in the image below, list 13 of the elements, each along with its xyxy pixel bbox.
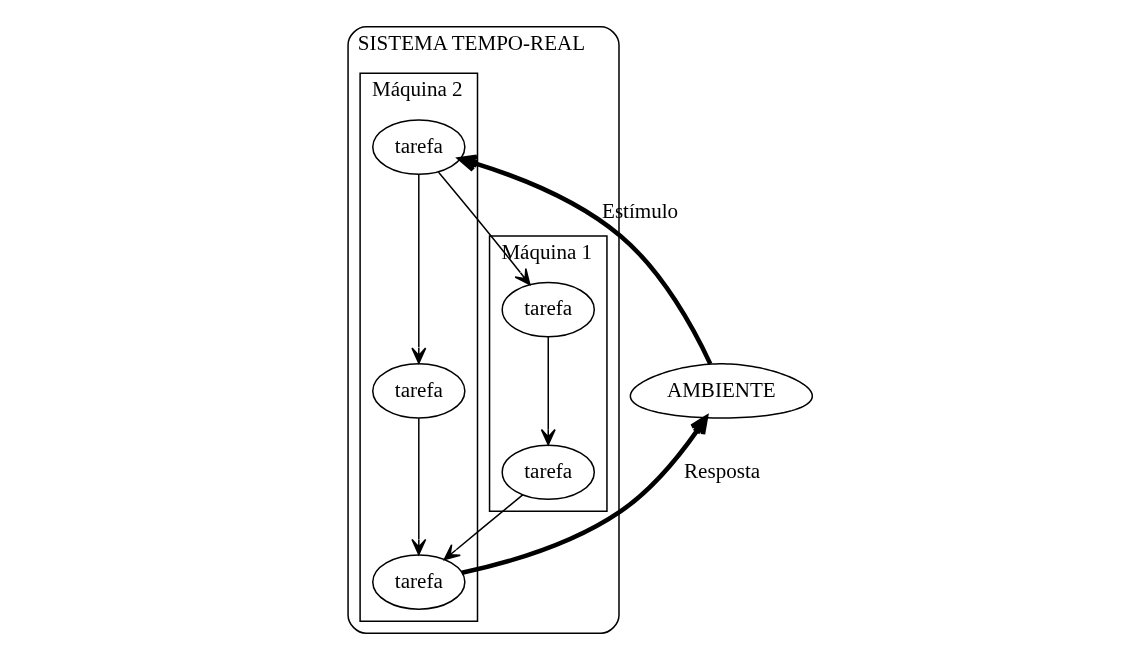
arrow bbox=[410, 417, 426, 556]
arrow bbox=[443, 494, 523, 561]
arrow bbox=[410, 173, 426, 364]
edge-label: Resposta bbox=[683, 458, 760, 483]
arrow bbox=[461, 415, 708, 575]
node-ellipse: tarefa bbox=[500, 281, 595, 338]
node-ellipse: tarefa bbox=[371, 363, 466, 419]
arrow bbox=[437, 171, 531, 286]
node-ellipse: tarefa bbox=[500, 444, 595, 501]
node-ellipse: tarefa bbox=[371, 119, 466, 175]
arrow bbox=[540, 336, 556, 446]
arrow bbox=[457, 154, 712, 365]
node-ellipse: tarefa bbox=[371, 554, 466, 610]
